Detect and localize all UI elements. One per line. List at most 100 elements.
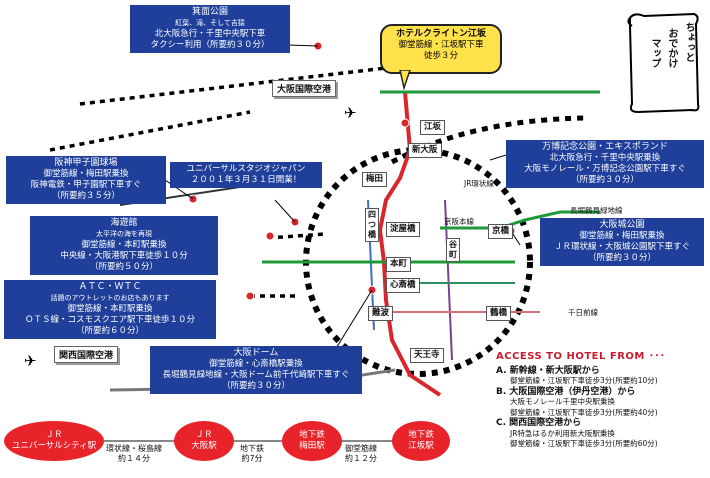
callout-line: 北大阪急行・千里中央駅乗換 [549, 153, 661, 163]
callout-dome: 大阪ドーム 御堂筋線・心斎橋駅乗換 長堀鶴見緑地線・大阪ドーム前千代崎駅下車すぐ… [150, 346, 362, 394]
station-esaka: 江坂 [420, 120, 446, 135]
callout-line: 御堂筋線・本町駅乗換 [81, 240, 167, 250]
kaiyukan-connector [267, 232, 326, 240]
kansai-airport-label: 関西国際空港 [54, 346, 119, 363]
route-stop-line2: 大阪駅 [191, 441, 217, 451]
callout-title: 海遊館 [110, 218, 138, 228]
station-namba: 難波 [368, 306, 394, 321]
keihan-line [440, 210, 600, 230]
callout-line: 北大阪急行・千里中央駅下車 [154, 29, 266, 39]
callout-line: ＯＴＳ線・コスモスクエア駅下車徒歩１０分 [24, 315, 195, 325]
callout-line: （所要約３０分） [570, 175, 639, 185]
station-tennoji: 天王寺 [410, 348, 444, 363]
callout-subtitle: 紅葉、滝、そして吉猿 [175, 19, 245, 27]
access-detail: 御堂筋線・江坂駅下車徒歩3分(所要約40分) [510, 407, 658, 417]
access-heading: ACCESS TO HOTEL FROM ･･･ [496, 351, 666, 362]
access-detail: JR特急はるか利用新大阪駅乗換 [510, 428, 615, 438]
callout-title: ＡＴＣ・ＷＴＣ [78, 282, 142, 292]
callout-atc: ＡＴＣ・ＷＴＣ 話題のアウトレットのお店もあります 御堂筋線・本町駅乗換 ＯＴＳ… [4, 280, 216, 339]
access-panel: ACCESS TO HOTEL FROM ･･･ A. 新幹線・新大阪駅から 御… [496, 351, 708, 450]
access-option-a: A. 新幹線・新大阪駅から [496, 366, 708, 377]
access-mark: B. [496, 386, 507, 397]
route-stop-line1: ＪＲ [195, 430, 213, 440]
nagahori-label: 長堀鶴見緑地線 [570, 206, 623, 215]
mapbook-text-col1: ちょっと [683, 22, 694, 62]
itami-airport-label: 大阪国際空港 [272, 80, 337, 97]
callout-line: ２００１年３月３１日開業！ [190, 175, 302, 185]
station-yotsubashi: 四つ橋 [365, 208, 379, 242]
station-umeda: 梅田 [362, 172, 388, 187]
callout-usj: ユニバーサルスタジオジャパン ２００１年３月３１日開業！ [170, 162, 322, 188]
hotel-line: 御堂筋線・江坂駅下車 [398, 40, 484, 50]
route-stop-line1: 地下鉄 [299, 430, 325, 440]
mapbook-text-col2: おでかけ [666, 28, 677, 68]
station-tanimachi: 谷町 [446, 238, 460, 262]
callout-line: タクシー利用（所要約３０分） [150, 40, 270, 50]
callout-line: 御堂筋線・心斎橋駅乗換 [209, 359, 303, 369]
hotel-name: ホテルクライトン江坂 [395, 29, 486, 39]
callout-title: 箕面公園 [191, 7, 228, 17]
jr-loop-label: JR環状線 [464, 179, 494, 188]
station-shinsaibashi: 心斎橋 [386, 278, 420, 293]
shinkansen-line [390, 115, 586, 165]
plane-icon: ✈ [344, 104, 357, 122]
access-mark: C. [496, 418, 507, 428]
callout-title: ユニバーサルスタジオジャパン [186, 164, 306, 174]
mapbook-text-col3: マップ [649, 38, 660, 68]
callout-kaiyukan: 海遊館 太平洋の海を再現 御堂筋線・本町駅乗換 中央線・大阪港駅下車徒歩１０分 … [30, 216, 218, 275]
callout-expo: 万博記念公園・エキスポランド 北大阪急行・千里中央駅乗換 大阪モノレール・万博記… [506, 140, 704, 188]
kaiyukan-marker [265, 231, 275, 241]
callout-line: （所要約３５分） [51, 191, 120, 201]
callout-line: 御堂筋線・本町駅乗換 [67, 304, 153, 314]
route-stop-line2: ユニバーサルシティ駅 [11, 441, 97, 451]
route-leg-2: 地下鉄 約7分 [240, 444, 264, 464]
koshien-pointer [164, 179, 194, 200]
callout-line: （所要約３０分） [221, 381, 290, 391]
route-stop-line1: 地下鉄 [408, 430, 434, 440]
callout-castle: 大阪城公園 御堂筋線・梅田駅乗換 ＪＲ環状線・大阪城公園駅下車すぐ （所要約３０… [540, 218, 704, 266]
route-stop-line2: 梅田駅 [299, 441, 325, 451]
route-leg-line2: 約１２分 [345, 454, 377, 463]
access-option-c: C. 関西国際空港から [496, 418, 708, 429]
callout-line: 大阪モノレール・万博記念公園駅下車すぐ [524, 164, 686, 174]
callout-koshien: 阪神甲子園球場 御堂筋線・梅田駅乗換 阪神電鉄・甲子園駅下車すぐ （所要約３５分… [6, 156, 166, 204]
hotel-bubble: ホテルクライトン江坂 御堂筋線・江坂駅下車 徒歩３分 [380, 24, 502, 74]
station-honmachi: 本町 [386, 257, 412, 272]
callout-line: 阪神電鉄・甲子園駅下車すぐ [30, 180, 142, 190]
access-detail: 御堂筋線・江坂駅下車徒歩3分(所要約60分) [510, 439, 658, 448]
route-leg-line2: 約7分 [241, 454, 263, 463]
callout-line: 御堂筋線・梅田駅乗換 [43, 169, 129, 179]
access-detail: 大阪モノレール千里中央駅乗換 [510, 397, 615, 406]
midosuji-line [377, 91, 442, 397]
station-kyobashi: 京橋 [488, 224, 514, 239]
station-shin-osaka: 新大阪 [408, 143, 442, 158]
route-leg-1: 環状線・桜島線 約１４分 [106, 444, 162, 464]
plane-icon: ✈ [24, 352, 37, 370]
station-yodoyabashi: 淀屋橋 [386, 222, 420, 237]
route-stop-osaka: ＪＲ 大阪駅 [174, 421, 234, 461]
dome-pointer [334, 289, 373, 351]
route-leg-line1: 環状線・桜島線 [106, 444, 162, 453]
route-stop-line1: ＪＲ [45, 430, 63, 440]
route-stop-esaka: 地下鉄 江坂駅 [392, 421, 450, 461]
hotel-line: 徒歩３分 [423, 51, 458, 61]
sennichimae-label: 千日前線 [568, 308, 598, 317]
hotel-bubble-tail [399, 70, 411, 90]
callout-line: ＪＲ環状線・大阪城公園駅下車すぐ [553, 242, 690, 252]
callout-line: 御堂筋線・梅田駅乗換 [579, 231, 665, 241]
callout-title: 大阪ドーム [233, 348, 279, 358]
keihan-label: 京阪本線 [444, 217, 474, 226]
access-option-b: B. 大阪国際空港（伊丹空港）から [496, 387, 708, 398]
callout-line: 長堀鶴見緑地線・大阪ドーム前千代崎駅下車すぐ [162, 370, 350, 380]
callout-title: 万博記念公園・エキスポランド [542, 142, 668, 152]
itami-connector [79, 62, 421, 106]
access-mark: A. [496, 365, 507, 376]
usj-pointer [274, 199, 296, 223]
esaka-marker [400, 118, 410, 128]
callout-line: （所要約３０分） [587, 253, 656, 263]
route-leg-line1: 御堂筋線 [345, 444, 377, 453]
access-detail: 御堂筋線・江坂駅下車徒歩3分(所要約10分) [510, 376, 658, 385]
callout-title: 阪神甲子園球場 [54, 158, 118, 168]
callout-subtitle: 話題のアウトレットのお店もあります [50, 294, 170, 302]
callout-line: （所要約６０分） [75, 326, 144, 336]
